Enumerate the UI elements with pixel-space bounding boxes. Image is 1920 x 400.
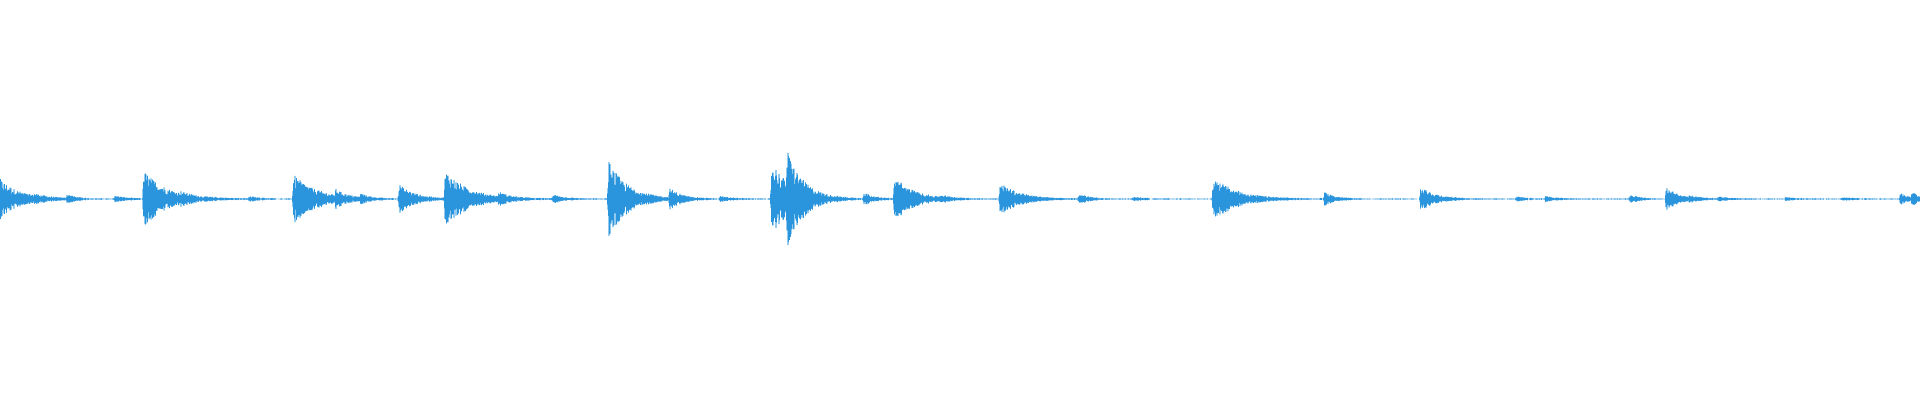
waveform-trace xyxy=(0,152,1920,246)
